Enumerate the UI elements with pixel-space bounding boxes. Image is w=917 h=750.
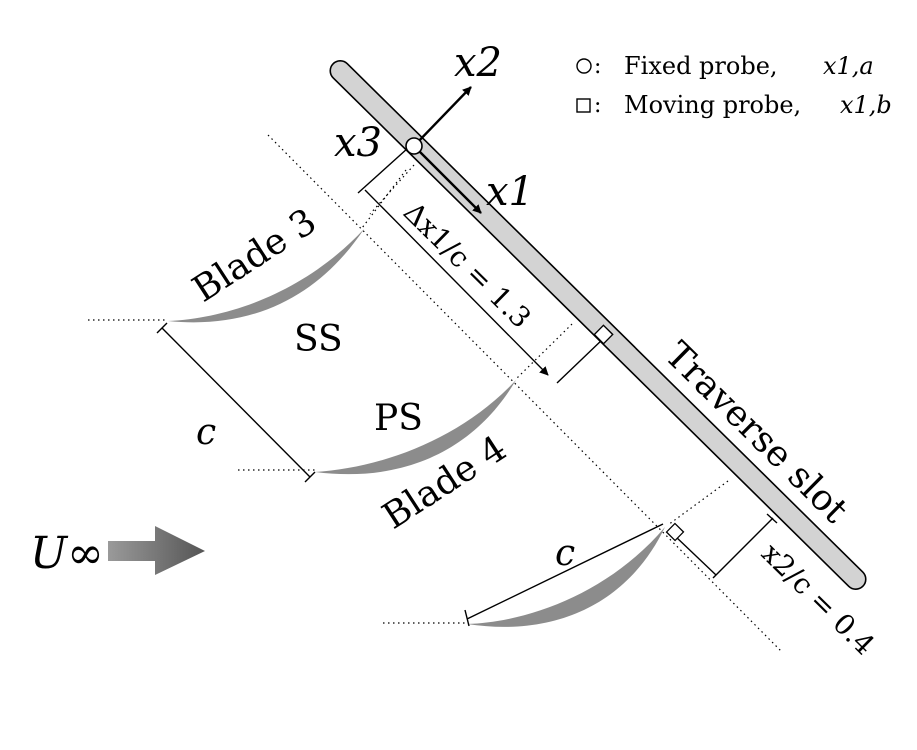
legend-moving-probe-label: Moving probe, bbox=[624, 91, 801, 119]
chord-dimension-bottom bbox=[464, 523, 664, 627]
axis-label-x2: x2 bbox=[454, 40, 502, 86]
blade-3-profile bbox=[168, 229, 364, 323]
legend-fixed-probe-label: Fixed probe, bbox=[624, 52, 778, 80]
legend-fixed-probe-symbol: x1,a bbox=[823, 52, 874, 80]
legend-colon-1: : bbox=[594, 54, 601, 79]
chord-dimension-left bbox=[156, 322, 316, 483]
moving-probe-marker bbox=[593, 324, 614, 345]
pressure-side-label: PS bbox=[374, 398, 423, 439]
freestream-label: U∞ bbox=[30, 528, 104, 579]
delta-x1-dimension bbox=[357, 147, 605, 384]
legend-moving-probe-icon bbox=[576, 98, 591, 113]
freestream-arrow bbox=[108, 526, 205, 575]
axis-label-x1: x1 bbox=[486, 169, 534, 215]
x2-dimension bbox=[674, 513, 778, 579]
traverse-slot bbox=[329, 60, 867, 590]
fixed-probe-marker bbox=[405, 137, 423, 155]
blade-4-profile bbox=[315, 380, 516, 475]
coordinate-axes bbox=[413, 86, 482, 214]
chord-label-bottom: c bbox=[555, 533, 575, 574]
dotted-reference-lines bbox=[88, 134, 783, 653]
legend: : Fixed probe, x1,a : Moving probe, x1,b bbox=[576, 52, 892, 119]
delta-x1-label: Δx1/c = 1.3 bbox=[397, 195, 537, 334]
traverse-slot-label: Traverse slot bbox=[657, 334, 856, 531]
legend-colon-2: : bbox=[594, 93, 601, 118]
legend-moving-probe-symbol: x1,b bbox=[840, 91, 892, 119]
blade-3-label: Blade 3 bbox=[186, 201, 324, 311]
blade-5-profile bbox=[467, 527, 665, 627]
axis-label-x3: x3 bbox=[334, 120, 382, 166]
legend-fixed-probe-icon bbox=[576, 58, 592, 74]
suction-side-label: SS bbox=[294, 319, 343, 360]
moving-probe-marker-bottom bbox=[665, 522, 685, 542]
chord-label-left: c bbox=[196, 412, 216, 453]
